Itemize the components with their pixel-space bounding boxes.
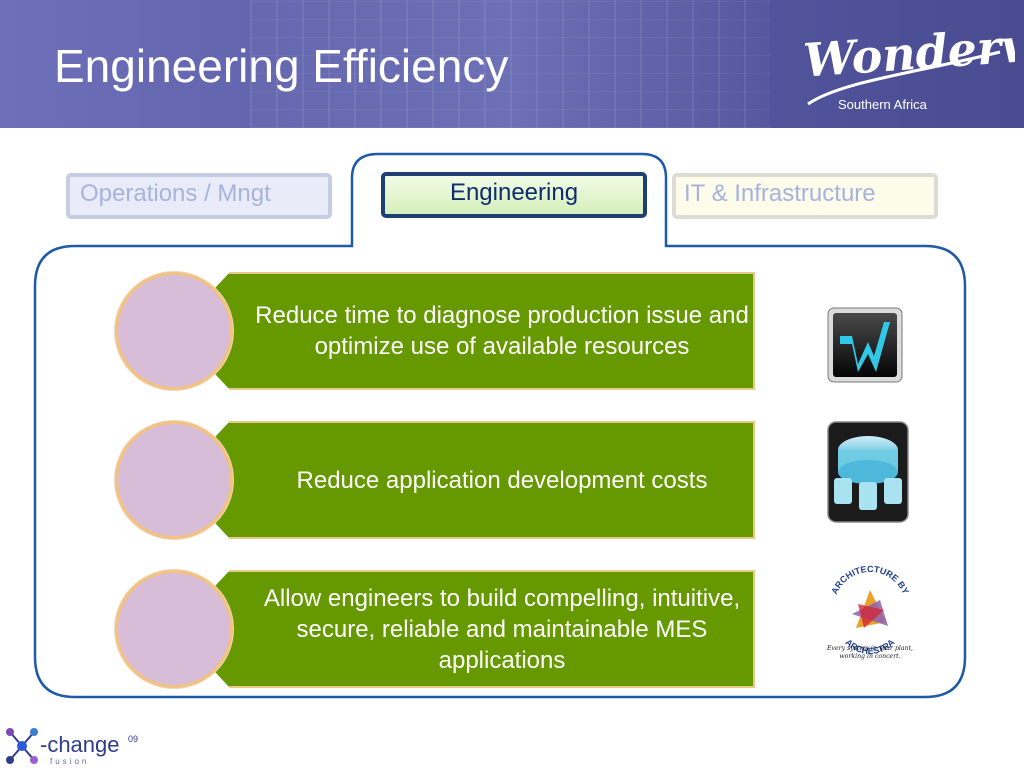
tab-engineering[interactable]: Engineering [381, 172, 647, 218]
tab-it-infrastructure[interactable]: IT & Infrastructure [672, 173, 938, 219]
item-circle [115, 570, 233, 688]
svg-text:Wonderware: Wonderware [802, 12, 1015, 88]
intouch-w-icon [827, 307, 903, 383]
list-item: Reduce application development costs [115, 421, 755, 539]
building-glass-background [250, 0, 770, 128]
wonderware-logo: Wonderware Southern Africa [802, 12, 1015, 112]
header-banner: Engineering Efficiency Wonderware Southe… [0, 0, 1024, 128]
list-item: Allow engineers to build compelling, int… [115, 570, 755, 688]
svg-text:Every system in your plant,: Every system in your plant, [826, 645, 913, 652]
item-circle [115, 272, 233, 390]
item-text: Allow engineers to build compelling, int… [263, 584, 741, 674]
item-circle [115, 421, 233, 539]
list-item: Reduce time to diagnose production issue… [115, 272, 755, 390]
svg-text:fusion: fusion [50, 757, 89, 766]
architecture-by-archestra-logo: ARCHITECTURE BY ARCHESTRA Every system i… [826, 564, 913, 660]
galaxy-repository-icon [827, 421, 909, 523]
svg-text:working in concert.: working in concert. [839, 653, 900, 660]
item-banner [175, 272, 755, 390]
x-change-logo: -change 09 fusion [6, 728, 138, 766]
slide-title: Engineering Efficiency [54, 40, 509, 92]
svg-text:09: 09 [128, 734, 138, 744]
item-text: Reduce application development costs [296, 466, 708, 494]
svg-text:-change: -change [40, 732, 120, 757]
item-banner [175, 570, 755, 688]
svg-text:Southern Africa: Southern Africa [838, 97, 928, 112]
item-text: Reduce time to diagnose production issue… [255, 302, 749, 360]
tab-operations-mngt[interactable]: Operations / Mngt [66, 173, 332, 219]
